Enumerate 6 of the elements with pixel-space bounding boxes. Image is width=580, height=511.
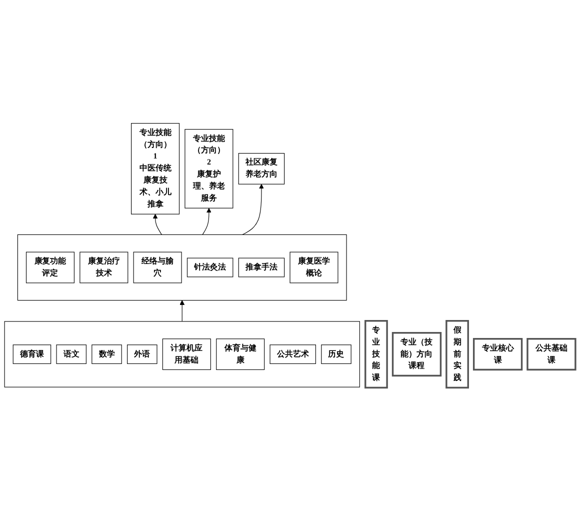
arrow [242,184,264,235]
arrow [180,300,185,322]
arrow [152,214,162,235]
cluster [4,321,360,388]
cluster [17,234,347,301]
arrow [202,208,212,235]
